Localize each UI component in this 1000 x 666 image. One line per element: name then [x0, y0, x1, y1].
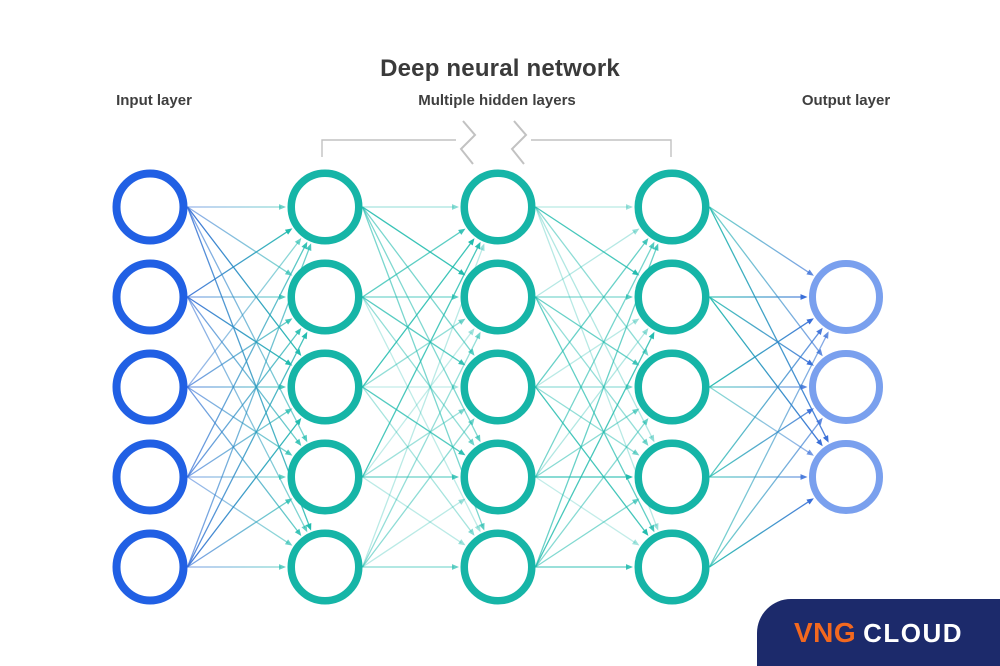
neuron — [460, 169, 536, 245]
neuron — [634, 349, 710, 425]
diagram-title: Deep neural network — [380, 55, 620, 82]
neuron — [809, 440, 883, 514]
neuron — [112, 529, 188, 605]
neuron — [287, 259, 363, 335]
edges-input-layer-to-hidden-layer-1 — [186, 204, 312, 570]
hidden-layer-1-nodes — [287, 169, 363, 605]
neuron — [634, 169, 710, 245]
neuron — [809, 350, 883, 424]
neuron — [460, 349, 536, 425]
neuron — [112, 259, 188, 335]
hidden-layer-3-nodes — [634, 169, 710, 605]
label-input-layer: Input layer — [116, 92, 192, 109]
output-layer-nodes — [809, 260, 883, 514]
neuron — [287, 439, 363, 515]
neuron — [460, 259, 536, 335]
neuron — [809, 260, 883, 334]
neuron — [634, 259, 710, 335]
break-mark-icon — [459, 120, 477, 165]
hidden-layers-bracket — [321, 120, 672, 165]
neuron — [112, 439, 188, 515]
logo-brand-text: VNG — [793, 616, 857, 648]
edges-hidden-layer-1-to-hidden-layer-2 — [361, 204, 485, 570]
neuron — [287, 529, 363, 605]
neuron — [460, 529, 536, 605]
neuron — [634, 439, 710, 515]
input-layer-nodes — [112, 169, 188, 605]
neuron — [112, 349, 188, 425]
label-multiple-hidden-layers: Multiple hidden layers — [418, 92, 576, 109]
hidden-layer-2-nodes — [460, 169, 536, 605]
neuron — [287, 169, 363, 245]
label-output-layer: Output layer — [801, 92, 891, 109]
break-mark-icon — [510, 120, 528, 165]
neuron — [460, 439, 536, 515]
edges-hidden-layer-3-to-output-layer — [708, 206, 829, 568]
neuron — [112, 169, 188, 245]
neuron — [287, 349, 363, 425]
neuron — [634, 529, 710, 605]
vng-cloud-logo: VNG CLOUD — [757, 599, 1000, 666]
logo-product-text: CLOUD — [863, 617, 964, 648]
